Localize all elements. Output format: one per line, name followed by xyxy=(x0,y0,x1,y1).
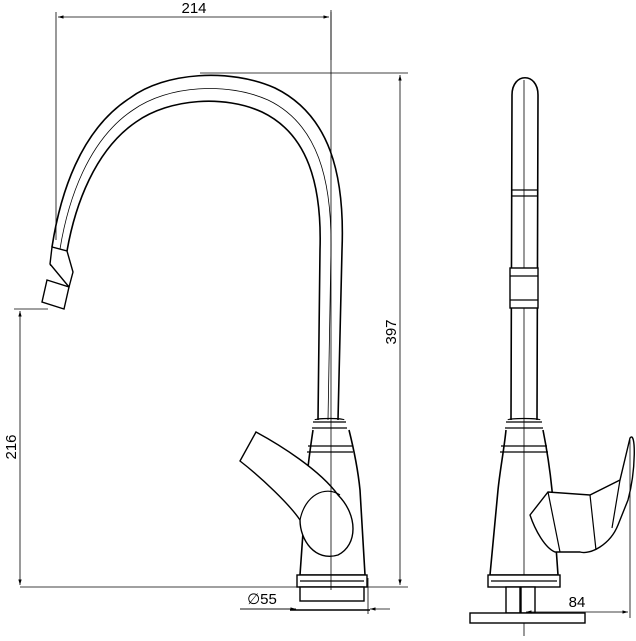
dimension-spout-height: 216 xyxy=(3,308,48,585)
side-spout-joint-1 xyxy=(512,189,538,197)
spout-hose-line xyxy=(59,88,332,421)
dimension-width: 214 xyxy=(55,0,332,240)
spout-inner-curve xyxy=(66,100,321,421)
mount-stud xyxy=(299,586,365,602)
side-mount-stud-2 xyxy=(520,586,536,614)
spout-height-label: 216 xyxy=(3,434,20,459)
projection-label: 84 xyxy=(569,594,586,611)
side-counter-plate xyxy=(469,612,586,624)
side-mount-stud xyxy=(505,586,521,614)
width-label: 214 xyxy=(181,0,206,17)
aerator-icon xyxy=(41,279,70,310)
side-lever xyxy=(529,436,635,554)
side-body-band xyxy=(500,445,548,453)
front-view xyxy=(41,10,370,611)
height-label: 397 xyxy=(383,319,400,344)
spout-outer-curve xyxy=(51,74,344,421)
dimension-projection: 84 xyxy=(526,440,631,618)
side-collar xyxy=(505,417,543,429)
lever-handle xyxy=(239,431,354,557)
base-diameter-label: ∅55 xyxy=(247,591,277,608)
spout-tip xyxy=(49,246,74,289)
dimension-height: 397 xyxy=(200,72,408,585)
dimension-base-diameter: ∅55 xyxy=(240,578,390,614)
collar-ring-top xyxy=(312,417,347,429)
side-lever-detail xyxy=(547,479,621,553)
side-aerator-icon xyxy=(509,267,539,309)
body-band xyxy=(307,445,353,453)
side-spout-outline xyxy=(510,77,539,421)
side-view xyxy=(469,77,635,636)
lever-pivot xyxy=(299,490,341,521)
